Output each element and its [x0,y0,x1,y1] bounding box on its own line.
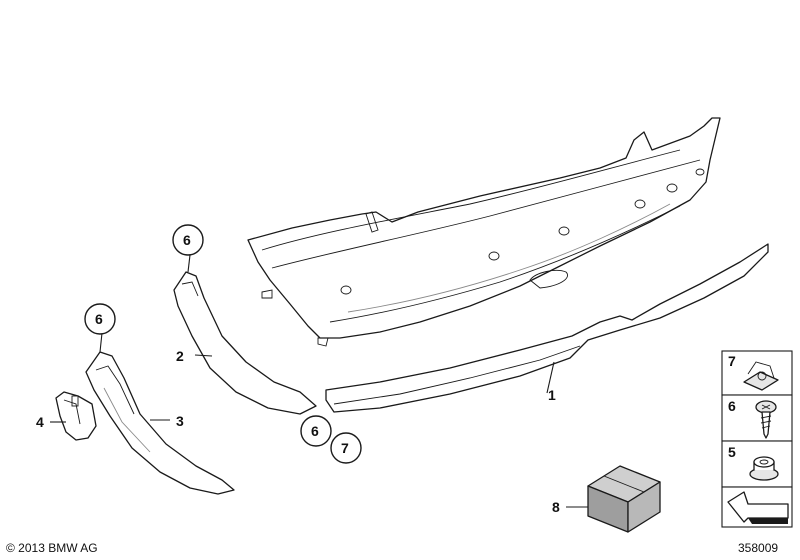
callout-1-label: 1 [548,387,556,403]
clip-nut-icon [743,361,779,391]
side-trim-panel-part-3[interactable] [85,351,235,495]
arrow-icon [727,491,789,524]
legend-row-1-label: 7 [728,353,736,369]
diagram-id: 358009 [738,541,779,555]
leader-lines [50,254,588,508]
side-trim-panel-part-2[interactable] [173,271,317,415]
callout-2-label: 2 [176,348,184,364]
legend-row-3-label: 5 [728,444,736,460]
screw-icon [755,400,777,439]
callout-4: 4 [36,414,44,430]
fastener-legend: 7 6 5 [721,350,793,528]
copyright-text: © 2013 BMW AG [6,541,98,555]
callout-1: 1 [548,387,556,403]
callout-6-bottom: 6 [300,415,332,447]
callout-2: 2 [176,348,184,364]
callout-3-label: 3 [176,413,184,429]
callout-6-left: 6 [84,303,116,335]
callout-8-label: 8 [552,499,560,515]
callout-8: 8 [552,499,560,515]
callout-6-left-label: 6 [95,311,103,327]
callout-7-bottom: 7 [330,432,362,464]
callout-6-top: 6 [172,224,204,256]
insert-part-4[interactable] [55,391,97,441]
callout-3: 3 [176,413,184,429]
legend-row-2-label: 6 [728,398,736,414]
bumper-trim-panel-part-1[interactable] [247,117,721,347]
lower-trim-strip[interactable] [325,243,769,413]
callout-4-label: 4 [36,414,44,430]
callout-6-bottom-label: 6 [311,423,319,439]
parts-kit-box-part-8[interactable] [587,465,661,533]
legend-row-2-box[interactable] [721,394,793,442]
callout-7-bottom-label: 7 [341,440,349,456]
grommet-icon [749,456,779,481]
callout-6-top-label: 6 [183,232,191,248]
